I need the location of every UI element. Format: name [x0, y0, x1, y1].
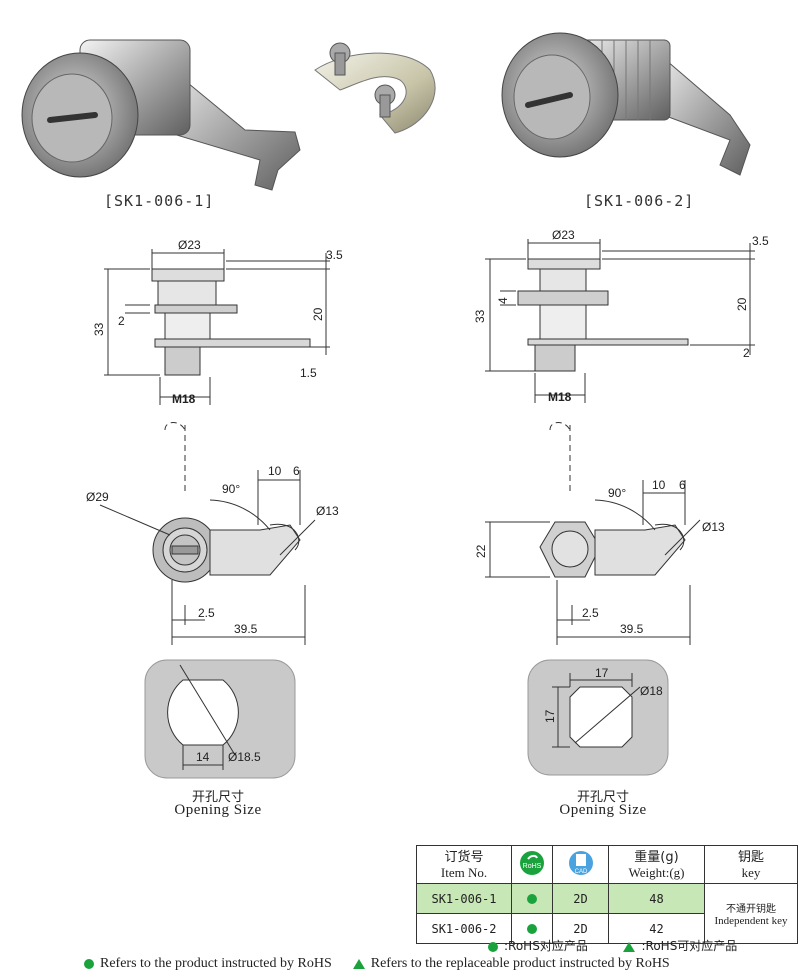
opening-label-cn-right: 开孔尺寸 — [576, 790, 629, 805]
cad-icon: CAD — [568, 851, 593, 875]
dim-hook: Ø13 — [316, 504, 339, 518]
row-cad: 2D — [552, 883, 609, 914]
legend-small: :RoHS对应产品 :RoHS可对应产品 — [488, 937, 737, 954]
row-rohs — [511, 883, 553, 914]
dim-cut-dia-r: Ø18 — [640, 684, 663, 698]
dim-off-r: 2.5 — [582, 606, 599, 620]
header-key: 钥匙 key — [704, 845, 798, 884]
table-row: SK1-006-1 2D 48 不通开钥匙 Independent key — [416, 883, 798, 944]
row-key: 不通开钥匙 Independent key — [704, 883, 798, 944]
dim-w1-r: 10 — [652, 478, 666, 492]
dim-length-r: 39.5 — [620, 622, 644, 636]
opening-label-en-right: Opening Size — [559, 802, 647, 818]
table-header-row: 订货号 Item No. RoHS CAD 重量(g) Weight — [416, 845, 798, 884]
rohs-dot-icon — [84, 958, 94, 969]
table-row: SK1-006-2 2D 42 — [416, 913, 798, 944]
svg-text:RoHS: RoHS — [523, 863, 542, 870]
rohs-dot-icon — [488, 941, 498, 952]
dim-cut-w: 14 — [196, 750, 210, 764]
rohs-dot-icon — [527, 924, 537, 935]
dim-head-h: 3.5 — [326, 248, 343, 262]
dim-head-dia: Ø23 — [178, 238, 201, 252]
dim-flange: 2 — [118, 314, 125, 328]
dim-body-h-r: 20 — [735, 297, 749, 311]
header-cad: CAD — [552, 845, 609, 884]
dim-height-r: 22 — [474, 544, 488, 558]
row-item: SK1-006-2 — [416, 913, 512, 944]
row-weight: 48 — [608, 883, 705, 914]
row-item: SK1-006-1 — [416, 883, 512, 914]
row-cad: 2D — [552, 913, 609, 944]
dim-angle-r: 90° — [608, 486, 626, 500]
spec-table: 订货号 Item No. RoHS CAD 重量(g) Weight — [416, 845, 798, 944]
dim-total-h-r: 33 — [473, 309, 487, 323]
dim-total-h: 33 — [92, 322, 106, 336]
opening-label-cn-left: 开孔尺寸 — [191, 790, 244, 805]
replace-triangle-icon — [623, 941, 636, 952]
header-item: 订货号 Item No. — [416, 845, 512, 884]
drawing-right: Ø23 3.5 33 20 4 2 M18 22 90° 10 6 — [473, 228, 769, 776]
dim-nut-h-r: 4 — [496, 297, 510, 304]
dim-w2-r: 6 — [679, 478, 686, 492]
dim-cut-h-r: 17 — [543, 709, 557, 723]
dim-sweep: Ø29 — [86, 490, 109, 504]
dim-head-h-r: 3.5 — [752, 234, 769, 248]
dim-head-dia-r: Ø23 — [552, 228, 575, 242]
dim-w1: 10 — [268, 464, 282, 478]
dim-thread: M18 — [172, 392, 196, 406]
dim-cam-t-r: 2 — [743, 346, 750, 360]
row-weight: 42 — [608, 913, 705, 944]
dim-cut-w-r: 17 — [595, 666, 609, 680]
header-weight: 重量(g) Weight:(g) — [608, 845, 705, 884]
header-rohs: RoHS — [511, 845, 553, 884]
row-rohs — [511, 913, 553, 944]
rohs-dot-icon — [527, 894, 537, 905]
dim-body-h: 20 — [311, 307, 325, 321]
dim-thread-r: M18 — [548, 390, 572, 404]
washer-photo — [314, 42, 436, 134]
product-photo-2 — [501, 32, 751, 176]
dim-angle: 90° — [222, 482, 240, 496]
product-photo-1 — [21, 39, 301, 191]
drawing-left: Ø23 3.5 33 20 2 1.5 M18 Ø29 90° — [86, 238, 343, 779]
dim-cut-dia: Ø18.5 — [228, 750, 261, 764]
svg-text:CAD: CAD — [574, 869, 587, 875]
dim-off: 2.5 — [198, 606, 215, 620]
legend-bottom: Refers to the product instructed by RoHS… — [84, 956, 670, 972]
photo-label-2: [SK1-006-2] — [584, 192, 695, 210]
replace-triangle-icon — [352, 958, 365, 969]
photo-label-1: [SK1-006-1] — [104, 192, 215, 210]
dim-hook-r: Ø13 — [702, 520, 725, 534]
dim-cam-t: 1.5 — [300, 366, 317, 380]
dim-length: 39.5 — [234, 622, 258, 636]
rohs-icon: RoHS — [520, 851, 544, 875]
opening-label-en-left: Opening Size — [174, 802, 262, 818]
dim-w2: 6 — [293, 464, 300, 478]
